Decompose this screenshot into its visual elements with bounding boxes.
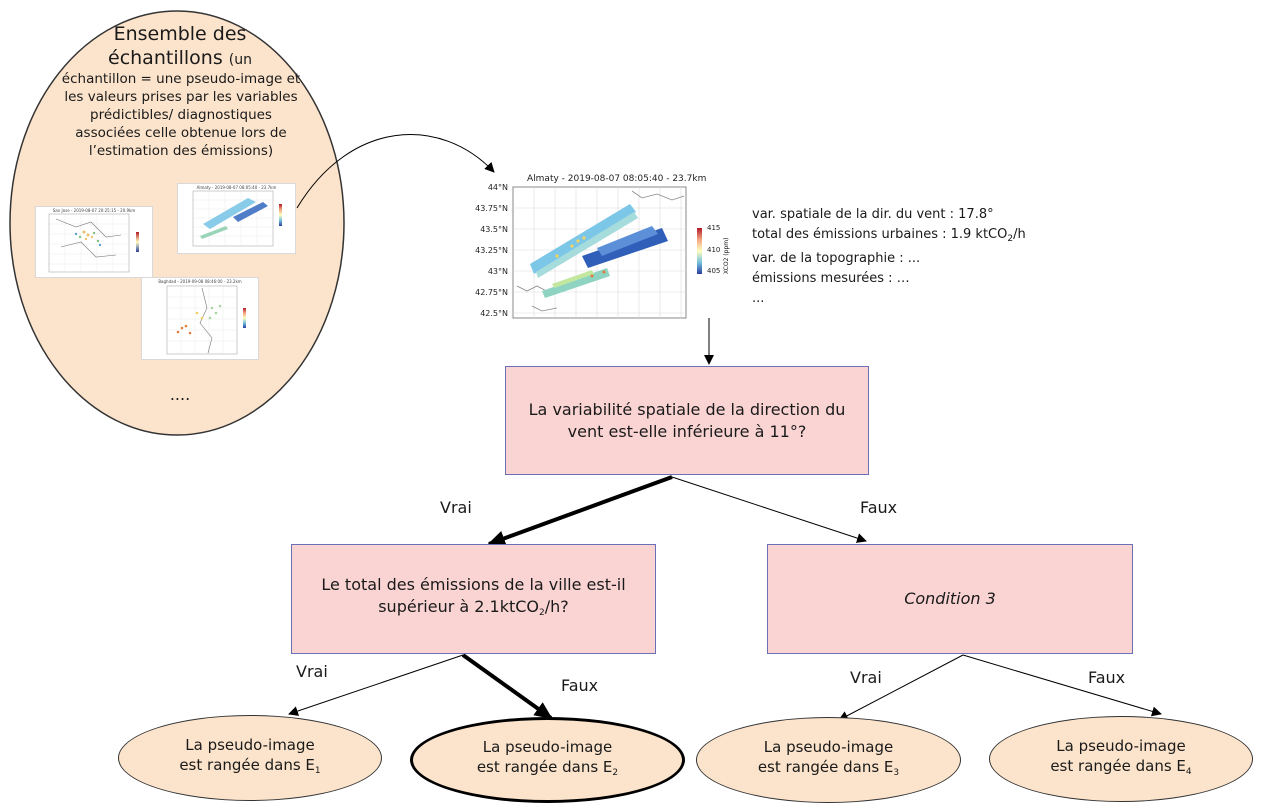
y-tick: 43.75°N — [475, 204, 508, 213]
leaf-e1: La pseudo-image est rangée dans E1 — [118, 715, 382, 801]
y-tick: 43.25°N — [475, 246, 508, 255]
colorbar-label: XCO2 (ppm) — [723, 237, 730, 274]
emissions-condition-box: Le total des émissions de la ville est-i… — [291, 544, 656, 654]
right-to-leaf3-arrow — [838, 654, 964, 721]
left-to-leaf2-arrow — [461, 653, 553, 720]
colorbar-tick: 415 — [707, 224, 721, 232]
leaf-line: est rangée dans E3 — [757, 758, 900, 778]
y-tick: 43°N — [487, 267, 508, 276]
edge-label-true: Vrai — [850, 668, 882, 687]
colorbar-tick: 405 — [707, 267, 721, 275]
leaf-line: est rangée dans E4 — [1050, 757, 1192, 777]
mini-plot-map — [48, 213, 139, 273]
mini-plot-almaty: Almaty - 2019-08-07 08:05:40 - 23.7km — [177, 183, 296, 254]
curved-arrow — [296, 134, 495, 209]
sample-plot-map — [512, 186, 687, 319]
value-measured-emissions: émissions mesurées : … — [752, 271, 910, 286]
leaf-line: La pseudo-image — [1056, 737, 1186, 755]
sample-values: var. spatiale de la dir. du vent : 17.8°… — [752, 205, 1026, 309]
mini-plot-san-jose: San Jose - 2019-08-07 20:25:15 - 20.9km — [35, 206, 153, 278]
mini-plot-title: Almaty - 2019-08-07 08:05:40 - 23.7km — [196, 185, 277, 190]
root-to-right-arrow — [671, 476, 867, 543]
mini-plot-map — [192, 190, 282, 247]
mini-plot-map — [166, 285, 246, 355]
root-condition-text: La variabilité spatiale de la direction … — [528, 399, 846, 441]
edge-label-true: Vrai — [440, 498, 472, 517]
mini-plot-title: San Jose - 2019-08-07 20:25:15 - 20.9km — [52, 208, 136, 213]
leaf-e4: La pseudo-image est rangée dans E4 — [989, 716, 1253, 802]
value-topography: var. de la topographie : ... — [752, 251, 921, 266]
edge-label-false: Faux — [561, 676, 599, 695]
edge-label-true: Vrai — [296, 662, 328, 681]
leaf-e2: La pseudo-image est rangée dans E2 — [410, 717, 685, 803]
root-condition-box: La variabilité spatiale de la direction … — [505, 366, 869, 475]
emissions-condition-text: Le total des émissions de la ville est-i… — [321, 575, 626, 618]
edge-label-false: Faux — [860, 498, 898, 517]
value-wind-variability: var. spatiale de la dir. du vent : 17.8° — [752, 207, 994, 222]
sample-set-description: échantillon = une pseudo-image et les va… — [61, 71, 301, 159]
mini-plot-title: Baghdad - 2019-09-08 08:46:00 - 23.2km — [158, 279, 242, 284]
condition-3-text: Condition 3 — [904, 589, 996, 608]
leaf-line: La pseudo-image — [185, 736, 315, 754]
mini-plot-baghdad: Baghdad - 2019-09-08 08:46:00 - 23.2km — [141, 277, 259, 360]
y-tick: 42.75°N — [475, 288, 508, 297]
sample-set-title: Ensemble des échantillons (un — [108, 23, 252, 69]
y-tick: 44°N — [487, 183, 508, 192]
value-total-emissions: total des émissions urbaines : 1.9 ktCO2… — [752, 227, 1026, 244]
y-tick: 42.5°N — [480, 309, 508, 318]
sample-plot-colorbar — [697, 228, 702, 274]
right-to-leaf4-arrow — [962, 654, 1162, 717]
left-to-leaf1-arrow — [288, 654, 464, 716]
sample-set-ellipsis: .... — [169, 385, 191, 404]
edge-label-false: Faux — [1088, 668, 1126, 687]
leaf-line: est rangée dans E1 — [179, 756, 321, 776]
root-to-left-arrow — [487, 475, 673, 547]
leaf-line: La pseudo-image — [763, 738, 894, 756]
value-more: ... — [752, 291, 765, 306]
leaf-line: est rangée dans E2 — [476, 758, 619, 778]
leaf-line: La pseudo-image — [482, 738, 613, 756]
y-tick: 43.5°N — [480, 225, 508, 234]
sample-plot-title: Almaty - 2019-08-07 08:05:40 - 23.7km — [527, 174, 707, 184]
condition-3-box: Condition 3 — [767, 544, 1133, 654]
colorbar-tick: 410 — [707, 246, 721, 254]
leaf-e3: La pseudo-image est rangée dans E3 — [696, 717, 961, 803]
